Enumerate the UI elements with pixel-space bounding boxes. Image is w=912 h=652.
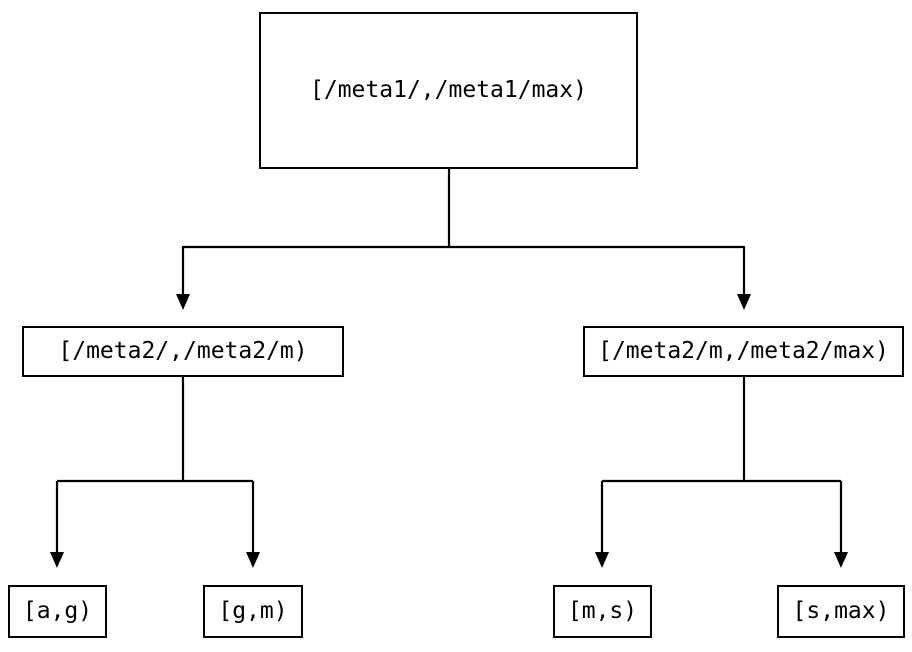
arrow-down-icon [595,552,609,568]
node-label: [/meta1/,/meta1/max) [310,77,587,103]
arrow-down-icon [176,294,190,310]
arrow-down-icon [246,552,260,568]
node-range-g-m: [g,m) [203,585,303,638]
node-range-s-max: [s,max) [777,585,905,638]
arrow-down-icon [834,552,848,568]
node-label: [s,max) [792,598,890,624]
node-label: [g,m) [218,598,288,624]
node-label: [/meta2/,/meta2/m) [58,338,308,364]
arrow-down-icon [737,294,751,310]
node-label: [m,s) [567,598,638,624]
node-meta2-lower-range: [/meta2/,/meta2/m) [22,326,344,377]
node-label: [a,g) [22,598,93,624]
node-meta2-upper-range: [/meta2/m,/meta2/max) [583,326,904,377]
node-meta1-range: [/meta1/,/meta1/max) [259,12,638,169]
node-label: [/meta2/m,/meta2/max) [598,338,889,364]
node-range-a-g: [a,g) [8,585,107,638]
arrow-down-icon [50,552,64,568]
node-range-m-s: [m,s) [553,585,652,638]
